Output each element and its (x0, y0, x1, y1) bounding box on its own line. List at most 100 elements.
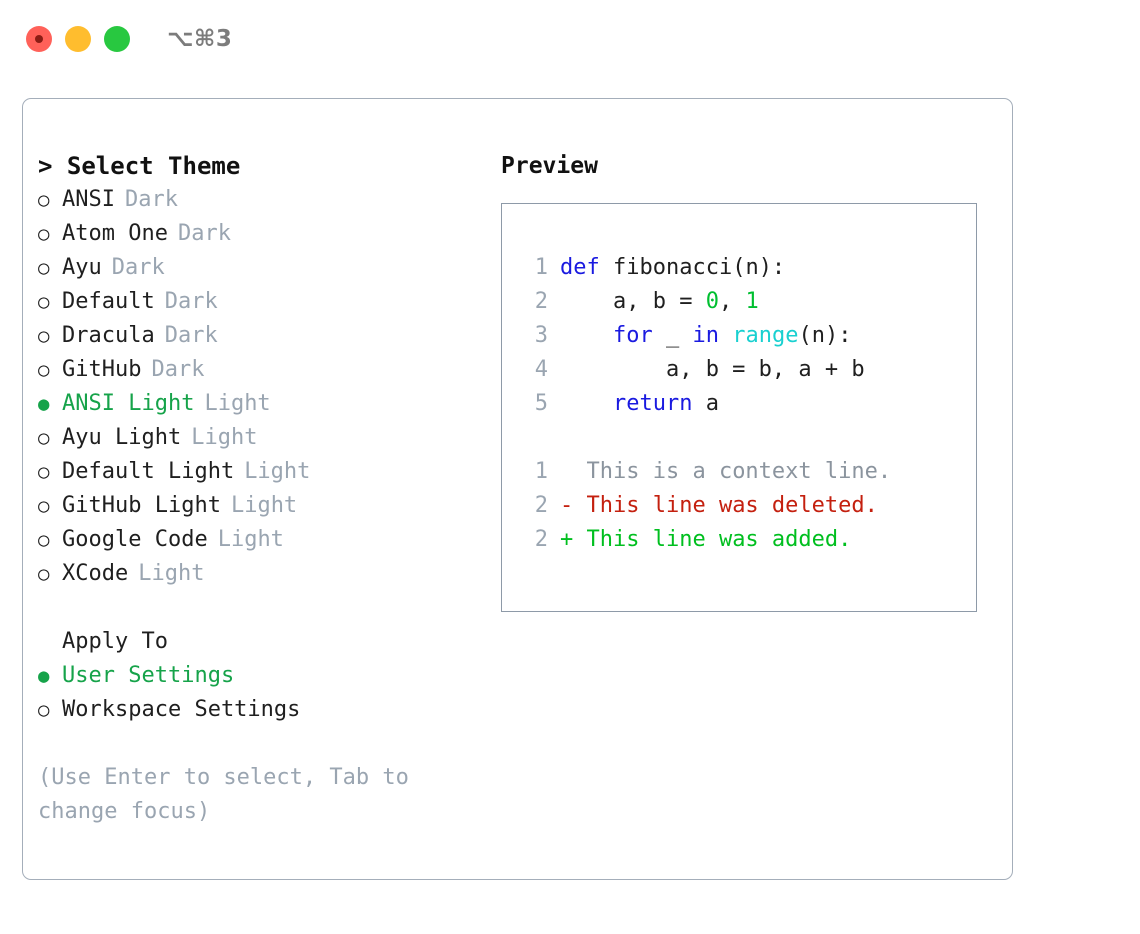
code-line: 2 a, b = 0, 1 (518, 285, 891, 319)
theme-variant-tag: Dark (164, 323, 218, 348)
zoom-window-button[interactable] (104, 26, 130, 52)
code-token: a, b = b, a + b (560, 357, 865, 382)
code-line: 1 def fibonacci(n): (518, 251, 891, 285)
theme-variant-tag: Dark (151, 357, 205, 382)
apply-to-option[interactable]: ○ Workspace Settings (38, 693, 498, 727)
theme-list-item[interactable]: ○ Dracula Dark (38, 319, 498, 353)
line-number: 2 (534, 527, 548, 552)
theme-list-item[interactable]: ○ Default Dark (38, 285, 498, 319)
close-window-button[interactable] (26, 26, 52, 52)
theme-variant-tag: Light (191, 425, 258, 450)
radio-unselected-icon[interactable]: ○ (38, 529, 50, 551)
code-source: a, b = 0, 1 (560, 285, 759, 319)
theme-variant-tag: Light (230, 493, 298, 518)
code-token: fibonacci(n): (599, 255, 786, 280)
theme-name: Default (62, 289, 155, 314)
code-token: for (612, 323, 653, 348)
theme-variant-tag: Light (204, 391, 271, 416)
code-token: (n): (798, 323, 852, 348)
theme-list-item[interactable]: ○ GitHub Light Light (38, 489, 498, 523)
code-source: a, b = b, a + b (560, 353, 865, 387)
radio-unselected-icon[interactable]: ○ (38, 325, 50, 347)
line-number: 1 (534, 459, 548, 484)
theme-variant-tag: Light (138, 561, 205, 586)
code-token: return (612, 391, 693, 416)
code-source: for _ in range(n): (560, 319, 851, 353)
keyboard-hint-text: (Use Enter to select, Tab to change focu… (38, 765, 423, 824)
diff-text: This line was added. (573, 527, 852, 552)
radio-unselected-icon[interactable]: ○ (38, 427, 50, 449)
theme-name: XCode (62, 561, 129, 586)
code-source: def fibonacci(n): (560, 251, 785, 285)
radio-selected-icon[interactable]: ● (38, 393, 50, 415)
theme-name: ANSI (62, 187, 115, 212)
apply-to-label: User Settings (62, 663, 235, 688)
radio-unselected-icon[interactable]: ○ (38, 495, 50, 517)
theme-name: GitHub Light (62, 493, 221, 518)
radio-unselected-icon[interactable]: ○ (38, 189, 50, 211)
code-token: def (560, 255, 600, 280)
line-number: 5 (534, 391, 548, 416)
diff-line: 2- This line was deleted. (518, 489, 891, 523)
apply-to-options[interactable]: ● User Settings ○ Workspace Settings (38, 659, 498, 727)
radio-unselected-icon[interactable]: ○ (38, 563, 50, 585)
code-token (560, 391, 613, 416)
theme-list-item[interactable]: ○ Google Code Light (38, 523, 498, 557)
code-line: 5 return a (518, 387, 891, 421)
diff-content: + This line was added. (560, 523, 851, 557)
minimize-window-button[interactable] (65, 26, 91, 52)
theme-variant-tag: Dark (164, 289, 218, 314)
radio-unselected-icon[interactable]: ○ (38, 257, 50, 279)
theme-variant-tag: Dark (177, 221, 231, 246)
diff-text: This is a context line. (573, 459, 892, 484)
diff-text: This line was deleted. (573, 493, 878, 518)
code-source: return a (560, 387, 719, 421)
select-theme-heading: > Select Theme (38, 152, 241, 180)
keyboard-shortcut-label: ⌥⌘3 (167, 26, 233, 52)
code-line: 4 a, b = b, a + b (518, 353, 891, 387)
diff-line: 1 This is a context line. (518, 455, 891, 489)
diff-marker: + (560, 527, 574, 552)
apply-to-heading: Apply To (62, 629, 168, 654)
apply-to-label: Workspace Settings (62, 697, 301, 722)
code-token: 1 (745, 289, 759, 314)
radio-unselected-icon[interactable]: ○ (38, 699, 50, 721)
line-number: 3 (534, 323, 548, 348)
line-number: 1 (534, 255, 548, 280)
radio-unselected-icon[interactable]: ○ (38, 461, 50, 483)
theme-list-item[interactable]: ○ GitHub Dark (38, 353, 498, 387)
theme-list-item[interactable]: ○ XCode Light (38, 557, 498, 591)
apply-to-option[interactable]: ● User Settings (38, 659, 498, 693)
radio-unselected-icon[interactable]: ○ (38, 359, 50, 381)
radio-unselected-icon[interactable]: ○ (38, 223, 50, 245)
theme-name: Ayu (62, 255, 102, 280)
apply-to-section: Apply To ● User Settings ○ Workspace Settin… (38, 625, 498, 727)
line-number: 2 (534, 493, 548, 518)
theme-name: Google Code (62, 527, 208, 552)
radio-unselected-icon[interactable]: ○ (38, 291, 50, 313)
code-token: a (692, 391, 719, 416)
radio-selected-icon[interactable]: ● (38, 665, 50, 687)
theme-name: Dracula (62, 323, 155, 348)
theme-variant-tag: Light (217, 527, 284, 552)
diff-line: 2 + This line was added. (518, 523, 891, 557)
diff-marker: - (560, 493, 574, 518)
code-token: range (732, 323, 799, 348)
line-number: 4 (534, 357, 548, 382)
theme-name: GitHub (62, 357, 142, 382)
code-spacer (518, 421, 891, 455)
line-number: 2 (534, 289, 548, 314)
title-bar: ⌥⌘3 (0, 0, 1140, 78)
